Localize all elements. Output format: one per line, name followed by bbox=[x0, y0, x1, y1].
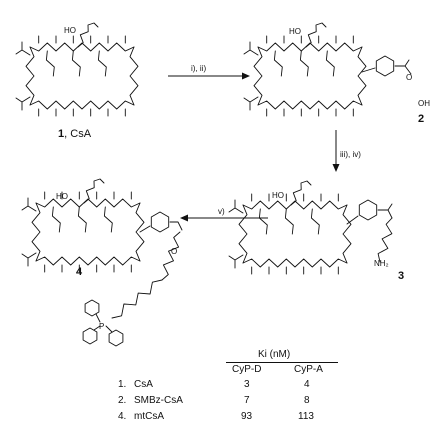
cmpd4-linker-chain bbox=[161, 231, 181, 281]
cmpd3-amide-link bbox=[346, 203, 393, 225]
row-compound: mtCsA bbox=[134, 411, 164, 422]
compound-4-number: 4 bbox=[76, 266, 83, 278]
atom-ho-3: HO bbox=[272, 191, 284, 200]
cmpd4-amide-link bbox=[139, 221, 183, 233]
table-header: Ki (nM) bbox=[258, 349, 291, 360]
cmpd1-backbone-left bbox=[25, 46, 35, 106]
row-cyp-a: 113 bbox=[298, 411, 314, 422]
cmpd2-inner-chain bbox=[325, 50, 335, 77]
cmpd3-inner-chain bbox=[258, 208, 268, 235]
molecule-structures bbox=[15, 22, 412, 347]
compound-1-separator: , bbox=[64, 128, 71, 140]
step2-conditions: iii), iv) bbox=[340, 150, 361, 159]
cmpd3-left-branch bbox=[228, 199, 244, 214]
cmpd1-mebmt-chain bbox=[77, 22, 99, 48]
cmpd4-backbone-right bbox=[135, 202, 145, 262]
cmpd4-linker-chain-2 bbox=[111, 279, 163, 319]
compound-3-number: 3 bbox=[398, 270, 405, 282]
row-cyp-d: 93 bbox=[241, 411, 253, 422]
atom-o-carbonyl-2: O bbox=[406, 73, 413, 82]
row-cyp-a: 4 bbox=[304, 379, 310, 390]
cmpd1-inner-chain bbox=[45, 50, 55, 77]
cmpd1-left-branch bbox=[15, 41, 31, 56]
row-compound: SMBz-CsA bbox=[134, 395, 183, 406]
cmpd3-backbone-right bbox=[342, 204, 352, 264]
row-index: 2. bbox=[118, 395, 127, 406]
cmpd3-left-branch-2 bbox=[228, 254, 244, 269]
cmpd2-backbone-left bbox=[253, 46, 263, 106]
cmpd2-left-branch bbox=[243, 41, 259, 56]
row-cyp-d: 7 bbox=[244, 395, 250, 406]
cmpd2-inner-chain bbox=[273, 50, 283, 77]
compound-1-label: 1, CsA bbox=[58, 128, 91, 140]
atom-o-amide-4: O bbox=[171, 247, 178, 256]
cmpd4-backbone-left bbox=[31, 202, 41, 262]
cmpd3-inner-chain bbox=[284, 208, 294, 235]
step3-conditions: v) bbox=[218, 207, 225, 216]
table-row: 4. mtCsA 93 113 bbox=[118, 411, 338, 423]
cmpd2-left-branch-2 bbox=[243, 96, 259, 111]
row-index: 4. bbox=[118, 411, 127, 422]
cmpd1-left-branch-2 bbox=[15, 96, 31, 111]
table-header-rule bbox=[226, 362, 338, 363]
table-column-headers: CyP-D CyP-A bbox=[232, 364, 332, 376]
atom-oh-carboxylic: OH bbox=[418, 99, 430, 108]
compound-2-number: 2 bbox=[418, 113, 425, 125]
cmpd4-backbone-bottom bbox=[35, 256, 141, 266]
cmpd4-left-branch-2 bbox=[21, 252, 37, 267]
cmpd3-mebmt-chain bbox=[290, 180, 312, 206]
cmpd4-inner-chain bbox=[77, 206, 87, 233]
atom-phosphorus: P bbox=[99, 322, 105, 331]
step1-conditions: i), ii) bbox=[191, 64, 207, 73]
col-cyp-a: CyP-A bbox=[294, 364, 323, 375]
cmpd1-backbone-bottom bbox=[29, 100, 135, 110]
cmpd1-backbone-top bbox=[29, 42, 135, 52]
row-index: 1. bbox=[118, 379, 127, 390]
cmpd4-inner-chain bbox=[103, 206, 113, 233]
row-cyp-a: 8 bbox=[304, 395, 310, 406]
cmpd4-mebmt-chain bbox=[83, 178, 105, 204]
cmpd4-inner-chain bbox=[51, 206, 61, 233]
reaction-arrows bbox=[168, 72, 340, 222]
cmpd4-benzene-ring bbox=[150, 211, 170, 233]
cmpd2-acid-link bbox=[361, 59, 412, 75]
table-row: 2. SMBz-CsA 7 8 bbox=[118, 395, 338, 407]
cmpd2-mebmt-chain bbox=[305, 22, 327, 48]
cmpd4-phenyl-a-benzene-ring bbox=[84, 299, 100, 317]
compound-1-name: CsA bbox=[70, 128, 92, 140]
atom-ho-2: HO bbox=[289, 27, 301, 36]
cmpd2-backbone-bottom bbox=[257, 100, 363, 110]
cmpd2-benzene-ring bbox=[375, 55, 395, 77]
cmpd3-amine-chain bbox=[377, 217, 393, 263]
cmpd3-backbone-left bbox=[238, 204, 248, 264]
row-compound: CsA bbox=[134, 379, 153, 390]
atom-ho-1: HO bbox=[64, 26, 76, 35]
cmpd3-backbone-top bbox=[242, 200, 348, 210]
cmpd4-left-branch bbox=[21, 197, 37, 212]
atom-nh2: NH₂ bbox=[374, 259, 389, 268]
cmpd4-backbone-top bbox=[35, 198, 141, 208]
cmpd2-inner-chain bbox=[299, 50, 309, 77]
table-row: 1. CsA 3 4 bbox=[118, 379, 338, 391]
compound-1-number: 1 bbox=[58, 128, 65, 140]
cmpd4-phenyl-c-benzene-ring bbox=[108, 329, 124, 347]
cmpd4-phenyl-b-benzene-ring bbox=[82, 327, 98, 345]
cmpd3-inner-chain bbox=[310, 208, 320, 235]
cmpd3-benzene-ring bbox=[358, 199, 378, 221]
cmpd3-backbone-bottom bbox=[242, 258, 348, 268]
cmpd4-phosphonium-bonds bbox=[93, 313, 113, 333]
cmpd2-backbone-top bbox=[257, 42, 363, 52]
cmpd1-inner-chain bbox=[71, 50, 81, 77]
cmpd1-inner-chain bbox=[97, 50, 107, 77]
atom-ho-4: HO bbox=[56, 192, 68, 201]
col-cyp-d: CyP-D bbox=[232, 364, 262, 375]
cmpd1-backbone-right bbox=[129, 46, 139, 106]
row-cyp-d: 3 bbox=[244, 379, 250, 390]
cmpd2-backbone-right bbox=[357, 46, 367, 106]
